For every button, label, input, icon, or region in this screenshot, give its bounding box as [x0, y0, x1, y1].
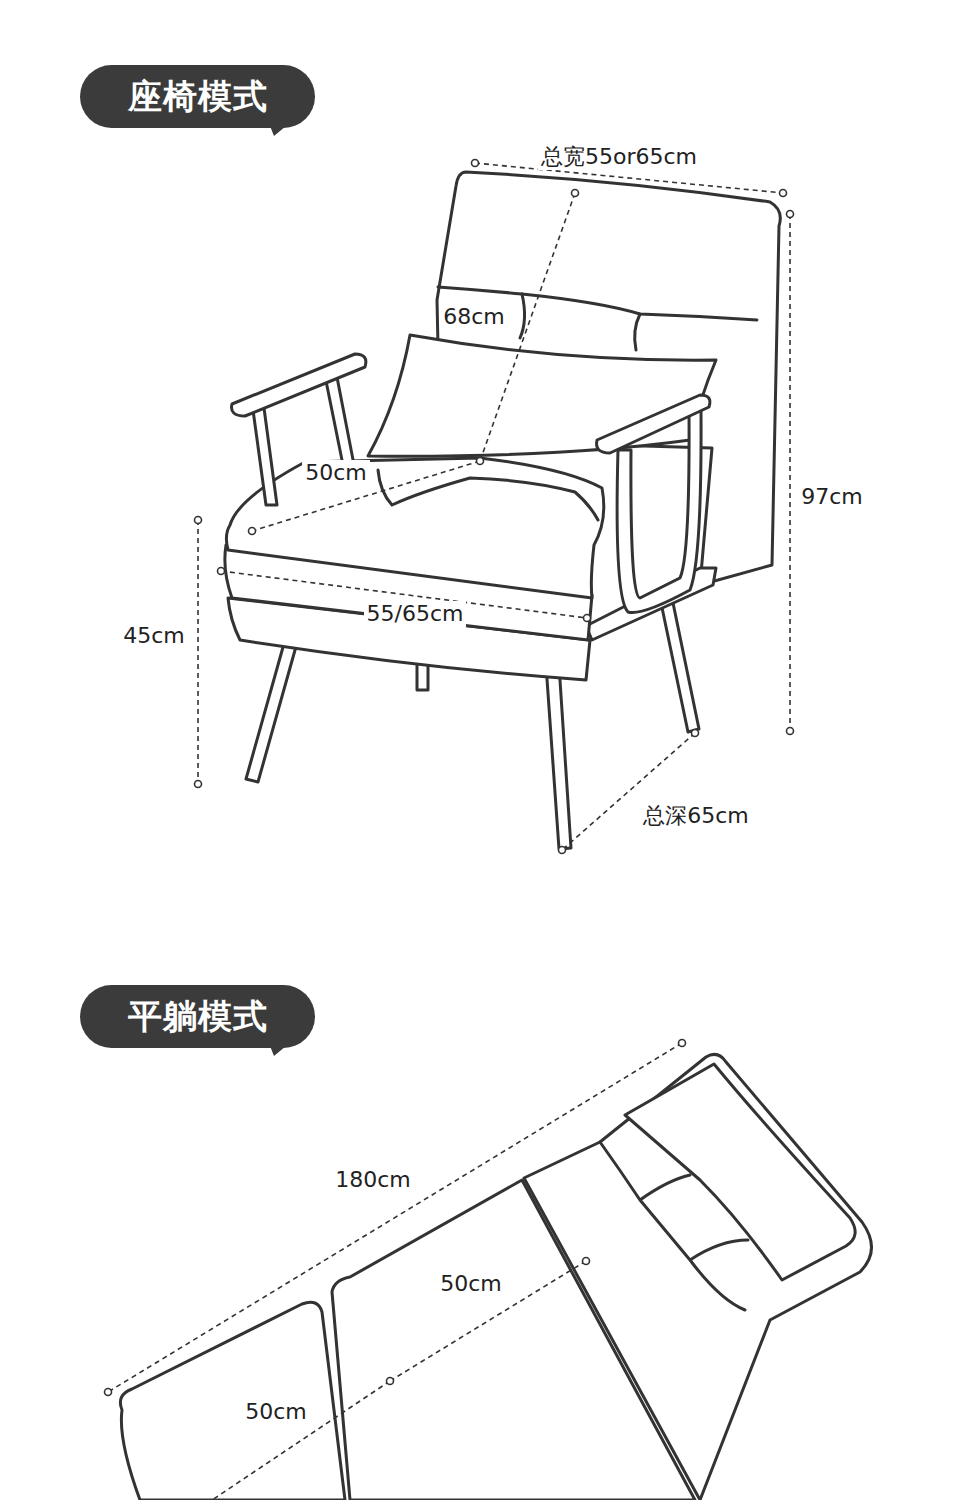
dimension-dot — [195, 517, 202, 524]
chair-armrest — [232, 354, 366, 416]
dimension-label: 50cm — [242, 1399, 310, 1425]
heading-tail-shape — [270, 126, 286, 136]
heading-text: 座椅模式 — [128, 74, 268, 120]
chair-pillow — [368, 335, 716, 456]
dimension-label: 97cm — [798, 484, 866, 510]
section-heading: 座椅模式 — [80, 65, 315, 128]
backrest-seam — [520, 294, 640, 350]
dimension-label: 45cm — [120, 623, 188, 649]
chair-armrest — [253, 408, 277, 505]
dimension-line — [212, 1381, 390, 1500]
heading-tail-shape — [270, 1046, 286, 1056]
dimension-dot — [780, 190, 787, 197]
dimension-dot — [218, 568, 225, 575]
dimension-dot — [584, 615, 591, 622]
seat-seam — [378, 470, 598, 520]
chair-leg — [660, 598, 699, 732]
dimension-label: 55/65cm — [364, 601, 467, 627]
dimension-dot — [787, 211, 794, 218]
dimension-line — [108, 1043, 682, 1392]
lounger-pillow — [625, 1064, 855, 1280]
dimension-dot — [692, 730, 699, 737]
dimension-dot — [105, 1389, 112, 1396]
heading-tail — [270, 1046, 290, 1058]
dimension-label: 180cm — [332, 1167, 414, 1193]
dimension-dot — [195, 781, 202, 788]
dimension-label: 总深65cm — [640, 803, 752, 829]
lounger-back — [524, 1054, 872, 1500]
dimension-label: 50cm — [302, 460, 370, 486]
heading-tail — [270, 126, 290, 138]
dimension-dot — [583, 1258, 590, 1265]
dimension-label: 68cm — [440, 304, 508, 330]
dimension-line — [789, 214, 791, 731]
dimension-dot — [477, 458, 484, 465]
dimension-label: 总宽55or65cm — [538, 144, 700, 170]
chair-seat — [226, 458, 603, 598]
chair-armrest — [597, 395, 710, 453]
dimension-dot — [572, 190, 579, 197]
chair-armrest — [325, 372, 355, 470]
dimension-line — [562, 733, 695, 850]
dimension-line — [252, 461, 480, 531]
dimension-dot — [559, 847, 566, 854]
chair-leg — [246, 640, 297, 782]
dimension-line — [390, 1261, 586, 1381]
dimension-dot — [249, 528, 256, 535]
dimension-dot — [472, 160, 479, 167]
dimension-dot — [787, 728, 794, 735]
heading-text: 平躺模式 — [128, 994, 268, 1040]
lounger-seam — [600, 1142, 748, 1310]
dimension-line — [197, 520, 199, 784]
dimension-dot — [679, 1040, 686, 1047]
lounger-foot — [120, 1302, 345, 1500]
dimension-dot — [387, 1378, 394, 1385]
section-heading: 平躺模式 — [80, 985, 315, 1048]
dimension-label: 50cm — [437, 1271, 505, 1297]
chair-leg — [546, 665, 571, 849]
